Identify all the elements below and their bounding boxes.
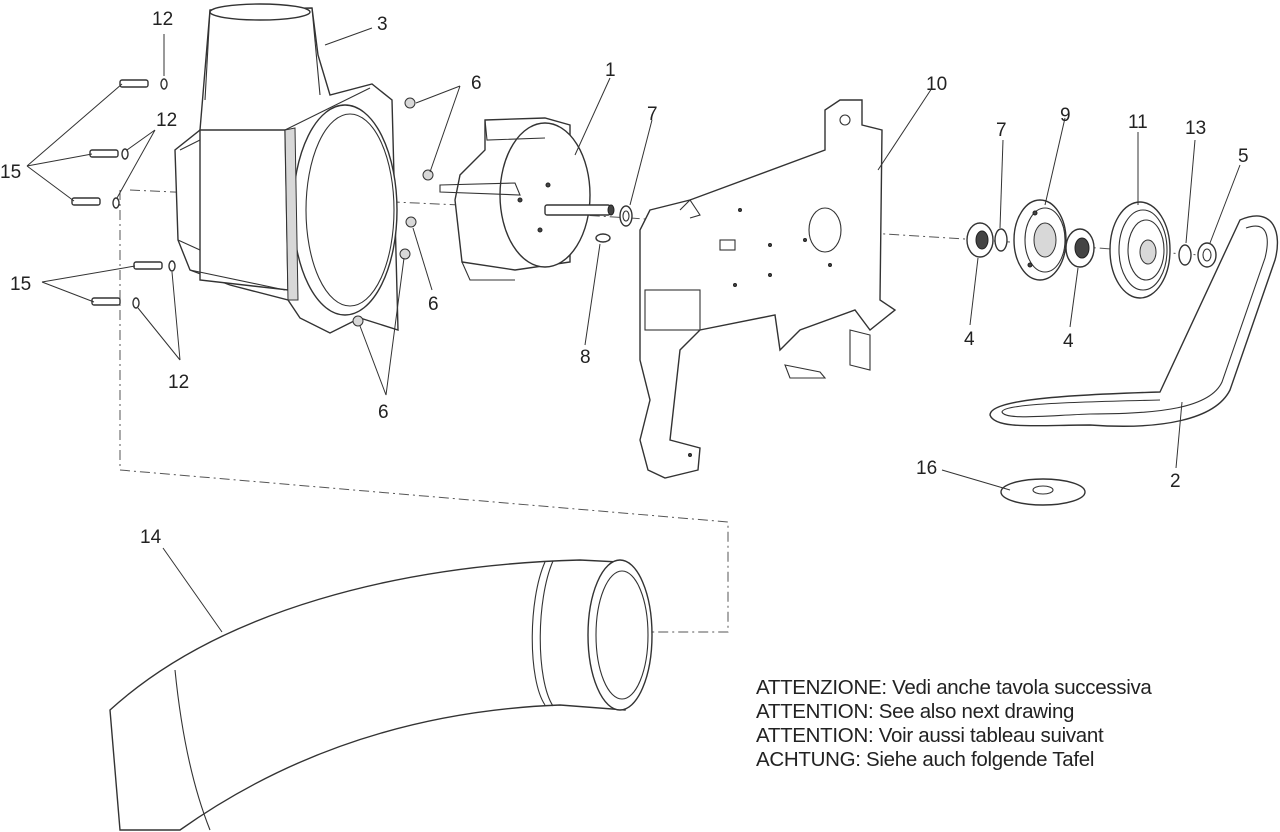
- note-french: ATTENTION: Voir aussi tableau suivant: [756, 724, 1104, 747]
- note-german: ACHTUNG: Siehe auch folgende Tafel: [756, 748, 1095, 771]
- callout-14: 14: [140, 527, 162, 548]
- callout-11: 11: [1128, 112, 1148, 133]
- note-italian: ATTENZIONE: Vedi anche tavola successiva: [756, 676, 1152, 699]
- callout-16: 16: [916, 458, 937, 479]
- callout-4a: 4: [964, 329, 975, 350]
- bolts-15: [71, 79, 163, 306]
- impeller-part: [439, 117, 615, 281]
- callout-13: 13: [1185, 118, 1206, 139]
- ring-7b: [994, 228, 1008, 252]
- attention-notes: ATTENZIONE: Vedi anche tavola successiva…: [756, 676, 1152, 772]
- callout-15b: 15: [10, 274, 31, 295]
- fan-housing-part: [174, 3, 399, 334]
- disc-16: [1000, 478, 1086, 506]
- callout-15a: 15: [0, 162, 21, 183]
- callout-9: 9: [1060, 105, 1071, 126]
- callout-2: 2: [1170, 471, 1181, 492]
- nuts-6: [352, 97, 434, 327]
- key-8: [595, 233, 611, 243]
- ring-7a: [619, 205, 633, 227]
- callout-8: 8: [580, 347, 591, 368]
- callout-6c: 6: [378, 402, 389, 423]
- bearing-4a: [966, 222, 994, 258]
- callout-12a: 12: [152, 9, 173, 30]
- washers-12: [112, 78, 176, 309]
- callout-1: 1: [605, 60, 616, 81]
- leader-lines: [26, 27, 1241, 633]
- callout-6b: 6: [428, 294, 439, 315]
- pulley-11: [1109, 201, 1171, 299]
- callout-6a: 6: [471, 73, 482, 94]
- callout-10: 10: [926, 74, 947, 95]
- callout-7a: 7: [647, 104, 658, 125]
- washer-13: [1178, 244, 1192, 266]
- callout-7b: 7: [996, 120, 1007, 141]
- note-english: ATTENTION: See also next drawing: [756, 700, 1075, 723]
- nut-5: [1197, 242, 1217, 268]
- mounting-plate-part: [639, 99, 897, 479]
- callout-3: 3: [377, 14, 388, 35]
- callout-4b: 4: [1063, 331, 1074, 352]
- callout-numbers: 1 3 6 6 6 7 8 10 7 9 11 13 5 4 4 2 16 12…: [0, 9, 1249, 548]
- bearing-4b: [1065, 228, 1095, 268]
- callout-12c: 12: [168, 372, 189, 393]
- callout-12b: 12: [156, 110, 177, 131]
- flange-9: [1013, 199, 1067, 281]
- discharge-chute-part: [109, 559, 653, 831]
- callout-5: 5: [1238, 146, 1249, 167]
- belt-part: [989, 215, 1279, 427]
